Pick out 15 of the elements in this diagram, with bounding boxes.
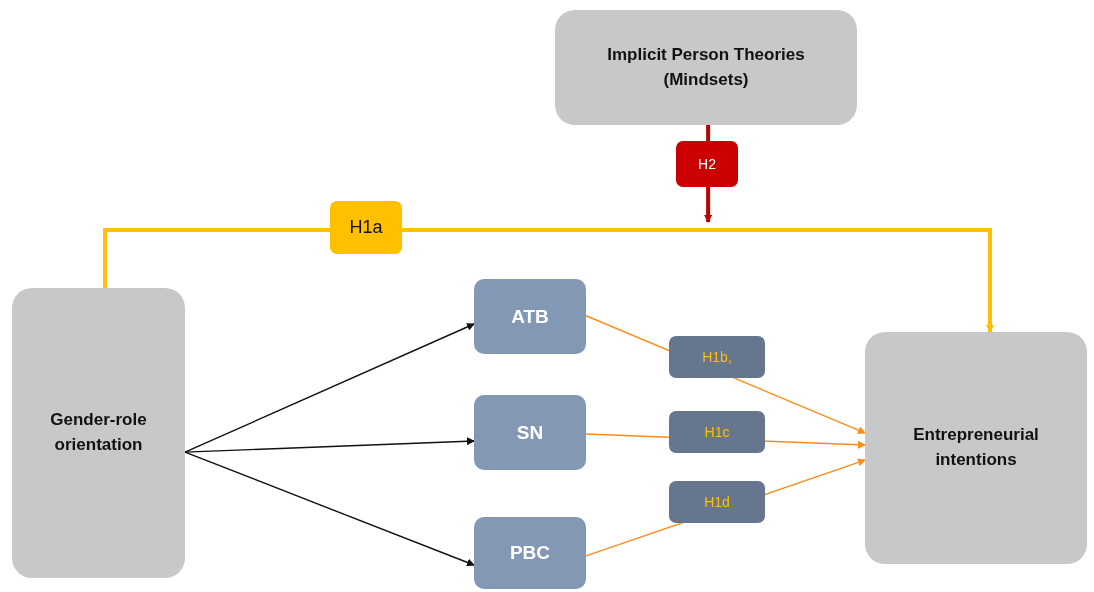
arrow [184,323,475,453]
arrow [184,437,475,453]
construct-box: Implicit Person Theories (Mindsets) [555,10,857,125]
construct-box: Entrepreneurial intentions [865,332,1087,564]
mediator-box: ATB [474,279,586,354]
mediator-box: PBC [474,517,586,589]
construct-box: Gender-role orientation [12,288,185,578]
hypothesis-label: H1d [669,481,765,523]
arrow [103,228,994,333]
hypothesis-label: H1b, [669,336,765,378]
arrow [184,451,475,567]
mediator-box: SN [474,395,586,470]
hypothesis-label: H2 [676,141,738,187]
hypothesis-label: H1c [669,411,765,453]
hypothesis-label: H1a [330,201,402,254]
